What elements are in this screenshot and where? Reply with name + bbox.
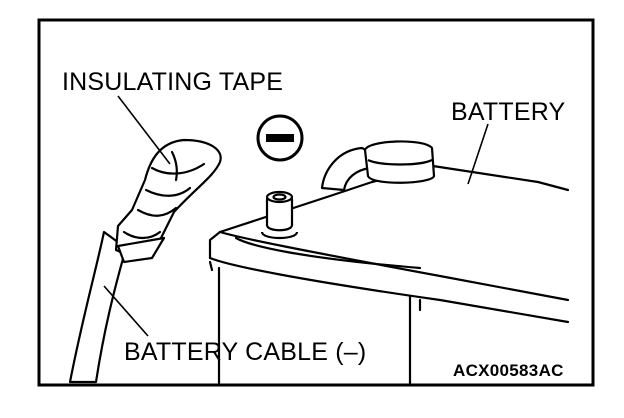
leader-battery: [467, 123, 489, 185]
leader-lines: [103, 95, 489, 337]
cable-sheath: [68, 230, 128, 384]
leader-insulating-tape: [117, 95, 171, 165]
minus-circle-icon: [256, 114, 304, 162]
label-insulating-tape: INSULATING TAPE: [62, 68, 284, 96]
negative-terminal-post: [260, 190, 299, 240]
tape-tail: [116, 236, 166, 264]
battery-lid-front-edge: [218, 230, 570, 302]
battery-cable: [68, 138, 222, 384]
battery: [208, 164, 570, 385]
label-battery-cable: BATTERY CABLE (–): [124, 338, 367, 366]
figure-code: ACX00583AC: [453, 361, 564, 380]
leader-battery-cable: [103, 285, 149, 337]
positive-terminal-cap: [320, 140, 436, 192]
figure-frame: [37, 18, 595, 387]
label-battery: BATTERY: [451, 98, 566, 126]
